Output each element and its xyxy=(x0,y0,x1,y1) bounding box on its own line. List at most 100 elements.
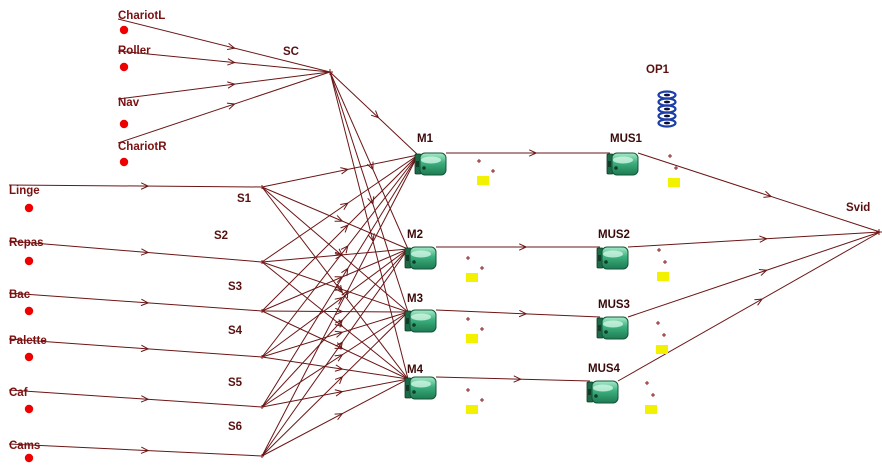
operator-label: OP1 xyxy=(646,64,670,76)
source-label-chariotl: ChariotL xyxy=(118,10,165,22)
junction-marker-s6 xyxy=(260,454,264,458)
plus-mus2-b xyxy=(663,260,667,264)
machine-m1[interactable] xyxy=(414,152,447,176)
decoration-layer xyxy=(260,69,882,458)
plus-mus3-b xyxy=(662,333,666,337)
edge-roller-sc-arrowhead xyxy=(227,58,236,66)
edge-s5-m3-arrowhead xyxy=(334,354,344,362)
queue-mus3[interactable] xyxy=(656,345,668,354)
source-node-palette[interactable] xyxy=(24,352,34,362)
junction-marker-s1 xyxy=(260,185,264,189)
junction-label-s4: S4 xyxy=(228,325,243,337)
edge-s5-m1-arrowhead xyxy=(341,267,349,277)
queue-mus4[interactable] xyxy=(645,405,657,414)
machine-label-m3: M3 xyxy=(407,293,423,305)
edge-s1-m2-arrowhead xyxy=(334,215,344,222)
edge-nav-sc-arrowhead xyxy=(227,81,236,89)
edge-s3-m4 xyxy=(261,310,409,380)
queue-m2[interactable] xyxy=(466,273,478,282)
edge-sc-m1 xyxy=(329,71,419,156)
sink-node[interactable] xyxy=(876,229,882,235)
source-label-nav: Nav xyxy=(118,97,140,109)
plus-mus1-a xyxy=(668,154,672,158)
source-node-bac[interactable] xyxy=(24,306,34,316)
edge-s4-m4-arrowhead xyxy=(334,364,344,372)
plus-m1-a xyxy=(477,159,481,163)
edge-s6-m1-arrowhead xyxy=(341,289,349,299)
junction-label-s5: S5 xyxy=(228,377,243,389)
queue-mus1[interactable] xyxy=(668,178,680,187)
machine-m2[interactable] xyxy=(404,246,437,270)
store-mus2[interactable] xyxy=(596,246,629,270)
edge-s3-m2 xyxy=(261,248,409,312)
source-label-caf: Caf xyxy=(9,387,28,399)
junction-marker-s2 xyxy=(260,260,264,264)
junction-label-s3: S3 xyxy=(228,281,242,293)
source-node-roller[interactable] xyxy=(119,62,129,72)
edge-s1-m1 xyxy=(261,154,419,188)
store-label-mus4: MUS4 xyxy=(588,363,621,375)
edge-repas-s2 xyxy=(8,240,263,263)
edge-s6-m3-arrowhead xyxy=(334,375,344,385)
edge-mus1-svid xyxy=(637,152,881,233)
store-mus4[interactable] xyxy=(586,380,619,404)
edge-m3-mus3-arrowhead xyxy=(518,309,528,318)
edge-s4-m4 xyxy=(261,356,409,380)
queue-m3[interactable] xyxy=(466,334,478,343)
edge-s5-m4 xyxy=(261,378,409,408)
edge-bac-s3 xyxy=(8,292,263,312)
edge-s2-m1-arrowhead xyxy=(340,202,349,211)
source-node-caf[interactable] xyxy=(24,404,34,414)
machine-m4[interactable] xyxy=(404,376,437,400)
machine-label-m1: M1 xyxy=(417,133,434,145)
source-node-chariotr[interactable] xyxy=(119,157,129,167)
source-node-nav[interactable] xyxy=(119,119,129,129)
store-mus1[interactable] xyxy=(606,152,639,176)
queue-m4[interactable] xyxy=(466,405,478,414)
queue-mus2[interactable] xyxy=(657,272,669,281)
plus-m4-b xyxy=(480,398,484,402)
edge-sc-m4-arrowhead xyxy=(367,233,375,243)
plus-mus4-b xyxy=(651,393,655,397)
plus-mus1-b xyxy=(674,166,678,170)
machine-m3[interactable] xyxy=(404,309,437,333)
machine-label-m2: M2 xyxy=(407,229,423,241)
edge-palette-s4-arrowhead xyxy=(140,344,150,353)
edge-s4-m1 xyxy=(261,154,419,358)
junction-marker-sc xyxy=(327,69,333,75)
edge-nav-sc xyxy=(117,71,331,100)
edge-sc-m2 xyxy=(329,71,409,250)
store-label-mus3: MUS3 xyxy=(598,299,630,311)
edge-mus2-svid xyxy=(627,231,881,248)
plus-m2-a xyxy=(466,256,470,260)
edge-s4-m2 xyxy=(261,248,409,358)
source-label-chariotr: ChariotR xyxy=(118,141,167,153)
edge-s5-m2 xyxy=(261,248,409,408)
source-label-linge: Linge xyxy=(9,185,40,197)
source-node-linge[interactable] xyxy=(24,203,34,213)
source-node-repas[interactable] xyxy=(24,256,34,266)
edge-chariotl-sc-arrowhead xyxy=(226,42,236,51)
edge-s2-m2 xyxy=(261,248,409,263)
edge-chariotl-sc xyxy=(117,18,331,73)
edge-s3-m1-arrowhead xyxy=(340,224,349,233)
store-label-mus2: MUS2 xyxy=(598,229,630,241)
edge-cams-s6-arrowhead xyxy=(140,446,150,454)
edge-s2-m1 xyxy=(261,154,419,263)
edge-m4-mus4-arrowhead xyxy=(513,375,522,383)
operator-chain-icon[interactable] xyxy=(657,90,677,128)
source-label-bac: Bac xyxy=(9,289,31,301)
edge-s4-m3-arrowhead xyxy=(334,330,344,338)
store-mus3[interactable] xyxy=(596,316,629,340)
source-node-cams[interactable] xyxy=(24,453,34,463)
edge-mus3-svid xyxy=(627,231,881,318)
source-node-chariotl[interactable] xyxy=(119,25,129,35)
queue-m1[interactable] xyxy=(477,176,489,185)
junction-marker-s3 xyxy=(260,309,264,313)
edge-mus2-svid-arrowhead xyxy=(759,235,768,243)
edge-s4-m1-arrowhead xyxy=(340,244,349,254)
source-label-palette: Palette xyxy=(9,335,47,347)
edge-palette-s4 xyxy=(8,338,263,358)
edge-mus4-svid xyxy=(617,231,881,382)
edge-m3-mus3 xyxy=(435,309,601,318)
